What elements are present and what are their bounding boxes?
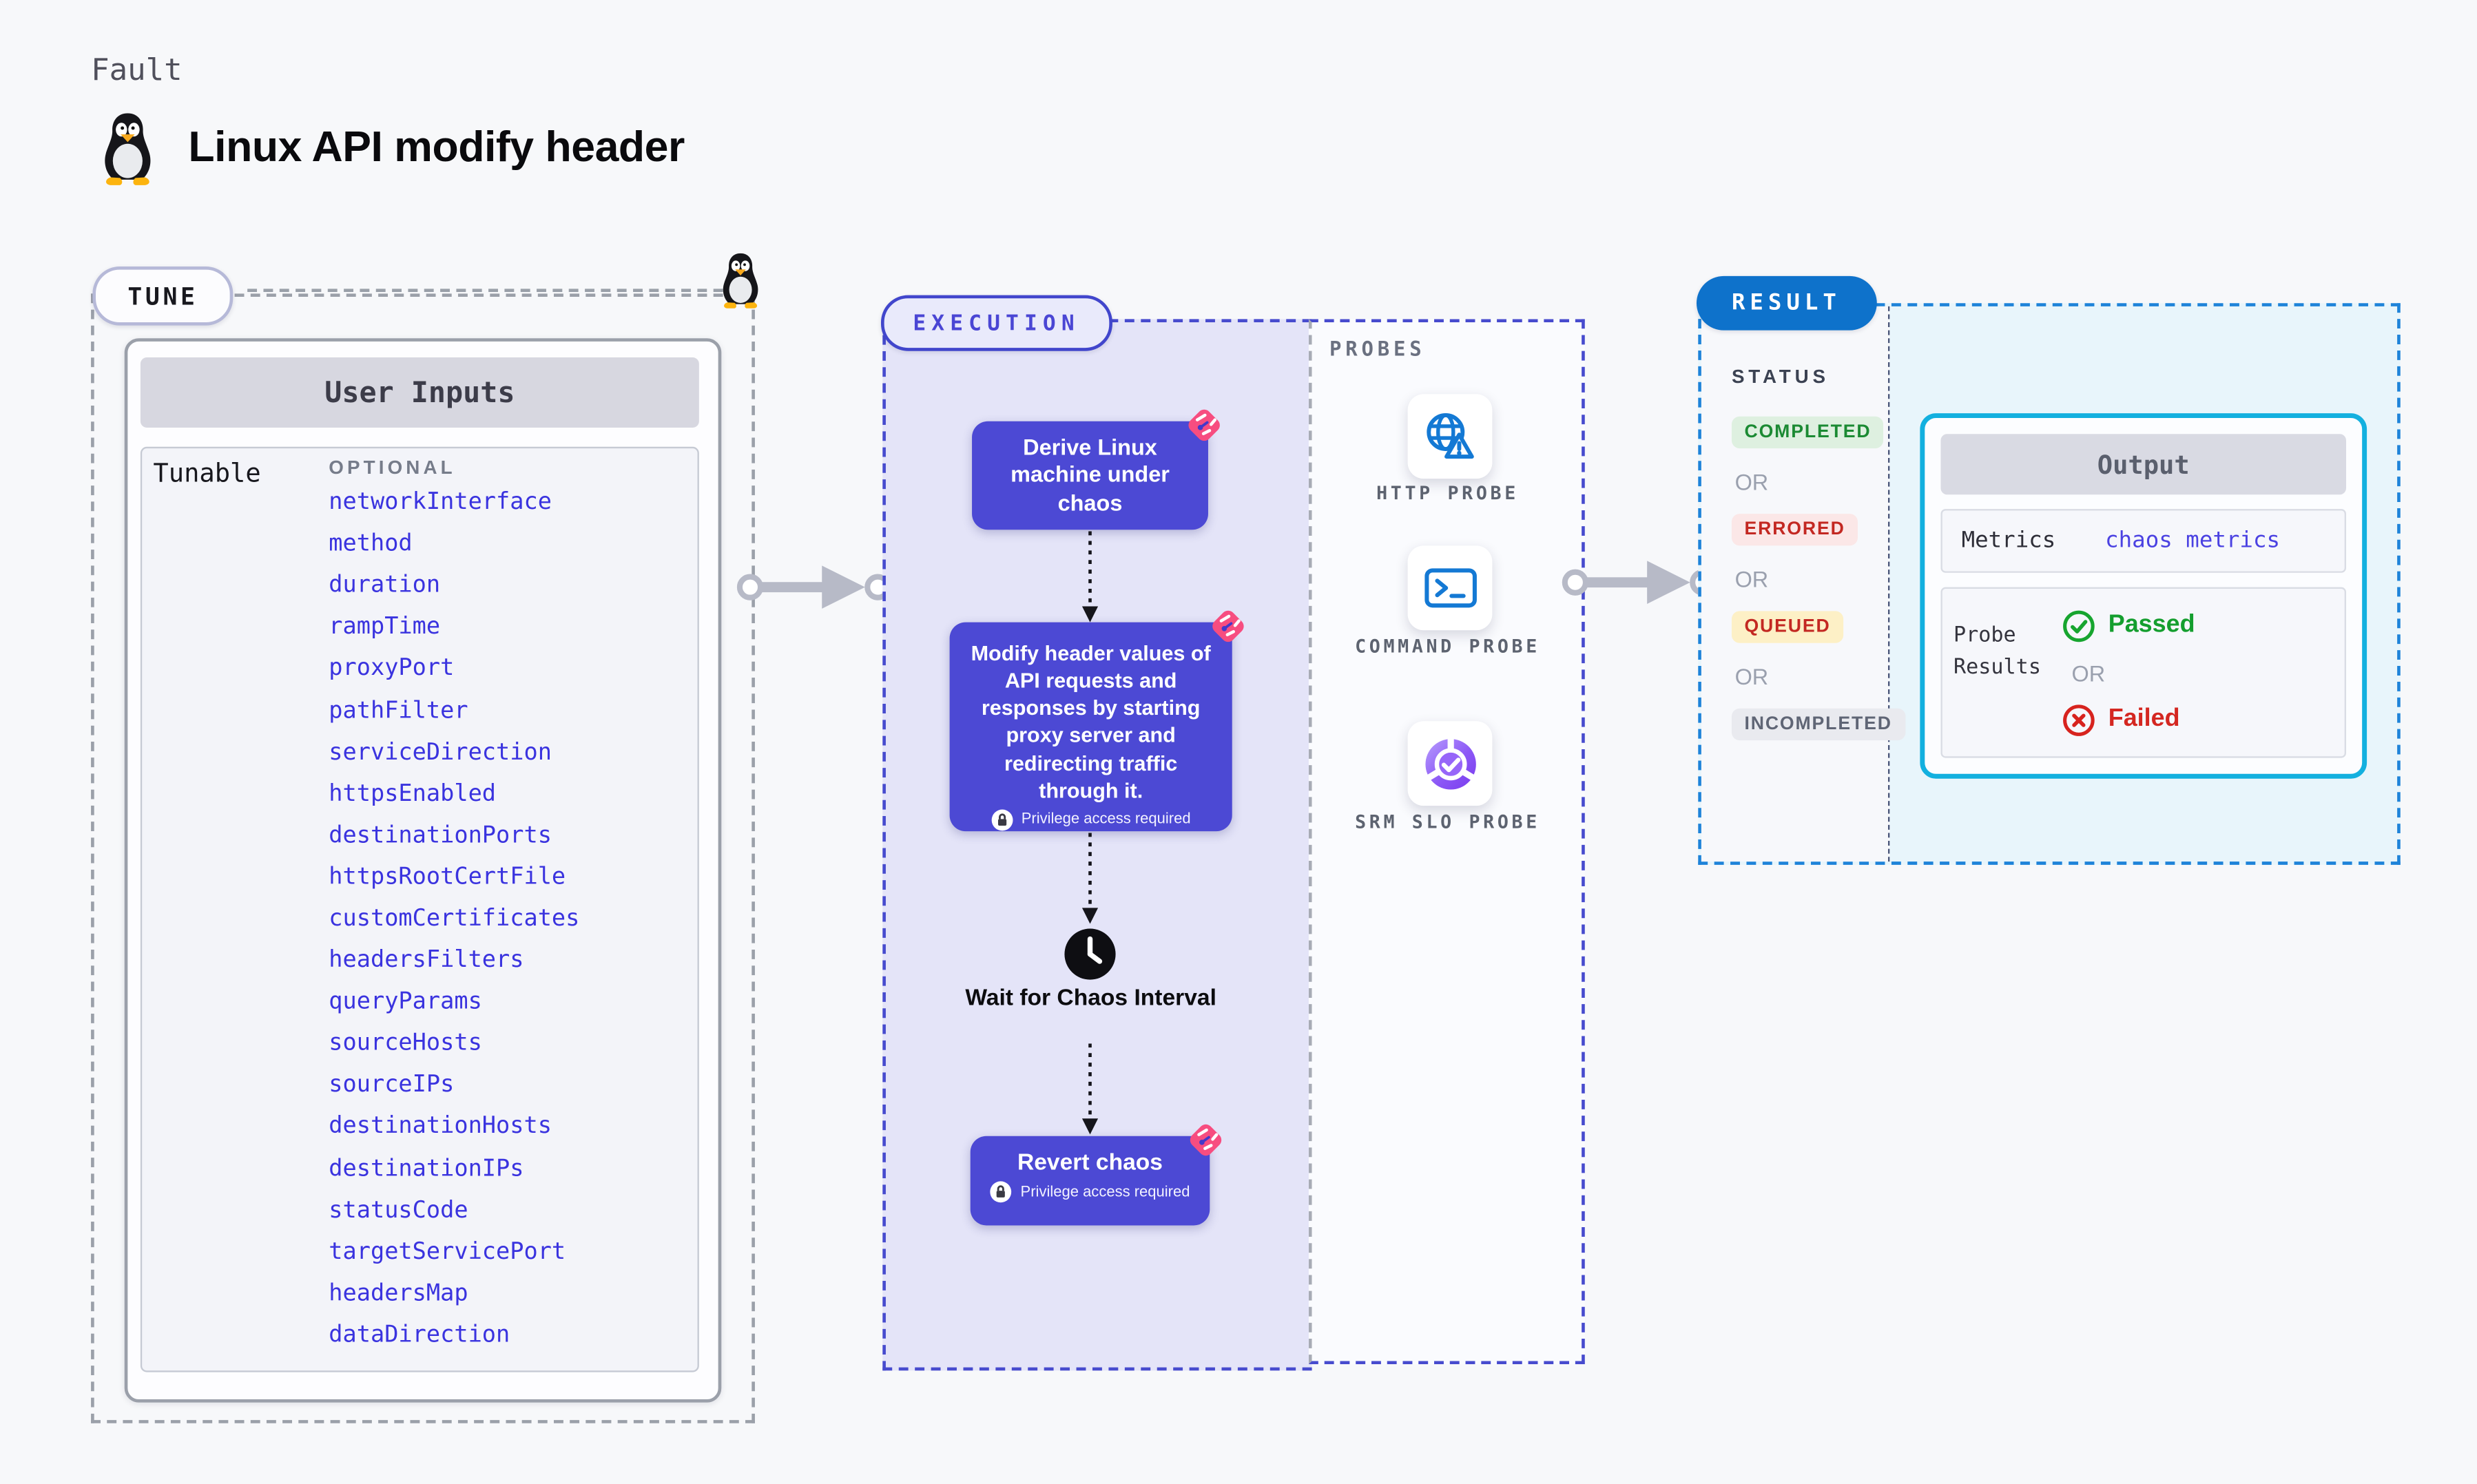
privilege-note-label: Privilege access required <box>1021 810 1191 828</box>
execution-pill: EXECUTION <box>880 295 1112 351</box>
tux-penguin-icon-small <box>716 252 765 309</box>
tux-penguin-icon <box>96 112 160 187</box>
param-link[interactable]: headersFilters <box>329 948 524 974</box>
lock-icon <box>991 809 1013 831</box>
step-modify-label: Modify header values of API requests and… <box>971 641 1211 802</box>
param-link[interactable]: statusCode <box>329 1198 468 1224</box>
privilege-note: Privilege access required <box>966 809 1216 831</box>
terminal-icon <box>1423 567 1478 610</box>
tunable-row-label: Tunable <box>153 457 261 489</box>
srm-slo-probe-label: SRM SLO PROBE <box>1355 811 1540 833</box>
tunable-params-list: networkInterface method duration rampTim… <box>329 482 579 1357</box>
status-badge-queued: QUEUED <box>1731 611 1844 643</box>
probe-results-row: Probe Results Passed OR Failed <box>1940 587 2346 758</box>
param-link[interactable]: destinationIPs <box>329 1156 524 1182</box>
chaos-logo-badge-icon <box>1183 404 1226 447</box>
result-pill: RESULT <box>1696 275 1876 331</box>
status-list: COMPLETED OR ERRORED OR QUEUED OR INCOMP… <box>1731 416 1905 741</box>
status-column <box>1701 306 1890 862</box>
param-link[interactable]: destinationHosts <box>329 1114 552 1140</box>
tune-connector-line <box>247 289 723 293</box>
page-title: Linux API modify header <box>188 123 685 171</box>
param-link[interactable]: networkInterface <box>329 490 552 516</box>
output-header: Output <box>1940 434 2346 495</box>
optional-column-label: OPTIONAL <box>329 456 456 479</box>
param-link[interactable]: customCertificates <box>329 906 580 932</box>
passed-result: Passed <box>2062 609 2329 642</box>
flow-down-arrow-icon <box>1079 532 1101 624</box>
step-revert-label: Revert chaos <box>1017 1150 1163 1176</box>
or-label: OR <box>1734 662 1769 689</box>
status-badge-completed: COMPLETED <box>1731 416 1885 449</box>
param-link[interactable]: serviceDirection <box>329 740 552 766</box>
probes-title: PROBES <box>1329 336 1426 361</box>
chaos-metrics-link[interactable]: chaos metrics <box>2105 527 2281 554</box>
arrow-right-icon <box>736 558 895 616</box>
tune-section <box>91 293 755 1423</box>
privilege-note-label: Privilege access required <box>1020 1183 1190 1201</box>
fault-kicker: Fault <box>91 52 183 88</box>
user-inputs-header: User Inputs <box>140 357 699 428</box>
command-probe-card[interactable] <box>1407 545 1493 631</box>
chaos-logo-badge-icon <box>1207 605 1250 648</box>
param-link[interactable]: duration <box>329 573 441 599</box>
status-badge-incompleted: INCOMPLETED <box>1731 708 1905 741</box>
or-label: OR <box>2071 660 2106 686</box>
passed-label: Passed <box>2108 611 2195 638</box>
step-wait-label: Wait for Chaos Interval <box>965 985 1216 1012</box>
param-link[interactable]: proxyPort <box>329 656 455 682</box>
privilege-note: Privilege access required <box>971 1181 1210 1203</box>
srm-slo-probe-card[interactable] <box>1407 721 1493 806</box>
http-probe-label: HTTP PROBE <box>1376 481 1519 505</box>
metrics-label: Metrics <box>1961 527 2056 554</box>
param-link[interactable]: queryParams <box>329 989 482 1016</box>
failed-result: Failed <box>2062 703 2329 737</box>
lock-icon <box>991 1181 1013 1203</box>
step-modify-header: Modify header values of API requests and… <box>949 623 1232 832</box>
output-card: Output Metrics chaos metrics Probe Resul… <box>1920 413 2367 779</box>
status-badge-errored: ERRORED <box>1731 514 1858 546</box>
failed-label: Failed <box>2108 705 2180 733</box>
user-inputs-list <box>140 446 699 1372</box>
tune-pill: TUNE <box>92 266 234 326</box>
param-link[interactable]: httpsEnabled <box>329 781 497 807</box>
step-revert-chaos: Revert chaos Privilege access required <box>970 1136 1210 1226</box>
arrow-right-icon <box>1561 554 1721 611</box>
flow-down-arrow-icon <box>1079 833 1101 925</box>
or-label: OR <box>1734 565 1769 592</box>
probe-results-label: Probe Results <box>1953 623 2041 679</box>
globe-warning-icon <box>1421 409 1478 463</box>
param-link[interactable]: targetServicePort <box>329 1239 566 1265</box>
param-link[interactable]: method <box>329 531 413 557</box>
param-link[interactable]: httpsRootCertFile <box>329 864 566 890</box>
or-label: OR <box>1734 468 1769 494</box>
http-probe-card[interactable] <box>1407 394 1493 479</box>
metrics-row: Metrics chaos metrics <box>1940 509 2346 573</box>
step-derive-label: Derive Linux machine under chaos <box>1011 435 1170 515</box>
status-title: STATUS <box>1731 365 1830 388</box>
clock-icon <box>1063 927 1117 981</box>
check-circle-icon <box>2062 609 2096 642</box>
chaos-logo-badge-icon <box>1184 1118 1227 1162</box>
x-circle-icon <box>2062 703 2096 737</box>
slo-donut-check-icon <box>1420 733 1480 794</box>
step-derive-machine: Derive Linux machine under chaos <box>972 421 1208 530</box>
param-link[interactable]: destinationPorts <box>329 823 552 849</box>
param-link[interactable]: rampTime <box>329 614 441 640</box>
param-link[interactable]: sourceIPs <box>329 1072 455 1098</box>
flow-down-arrow-icon <box>1079 1043 1101 1136</box>
param-link[interactable]: headersMap <box>329 1281 468 1307</box>
param-link[interactable]: pathFilter <box>329 698 468 724</box>
param-link[interactable]: dataDirection <box>329 1322 510 1348</box>
probes-section <box>1308 319 1585 1365</box>
command-probe-label: COMMAND PROBE <box>1355 635 1540 658</box>
param-link[interactable]: sourceHosts <box>329 1031 482 1057</box>
probe-results-values: Passed OR Failed <box>2062 605 2329 740</box>
